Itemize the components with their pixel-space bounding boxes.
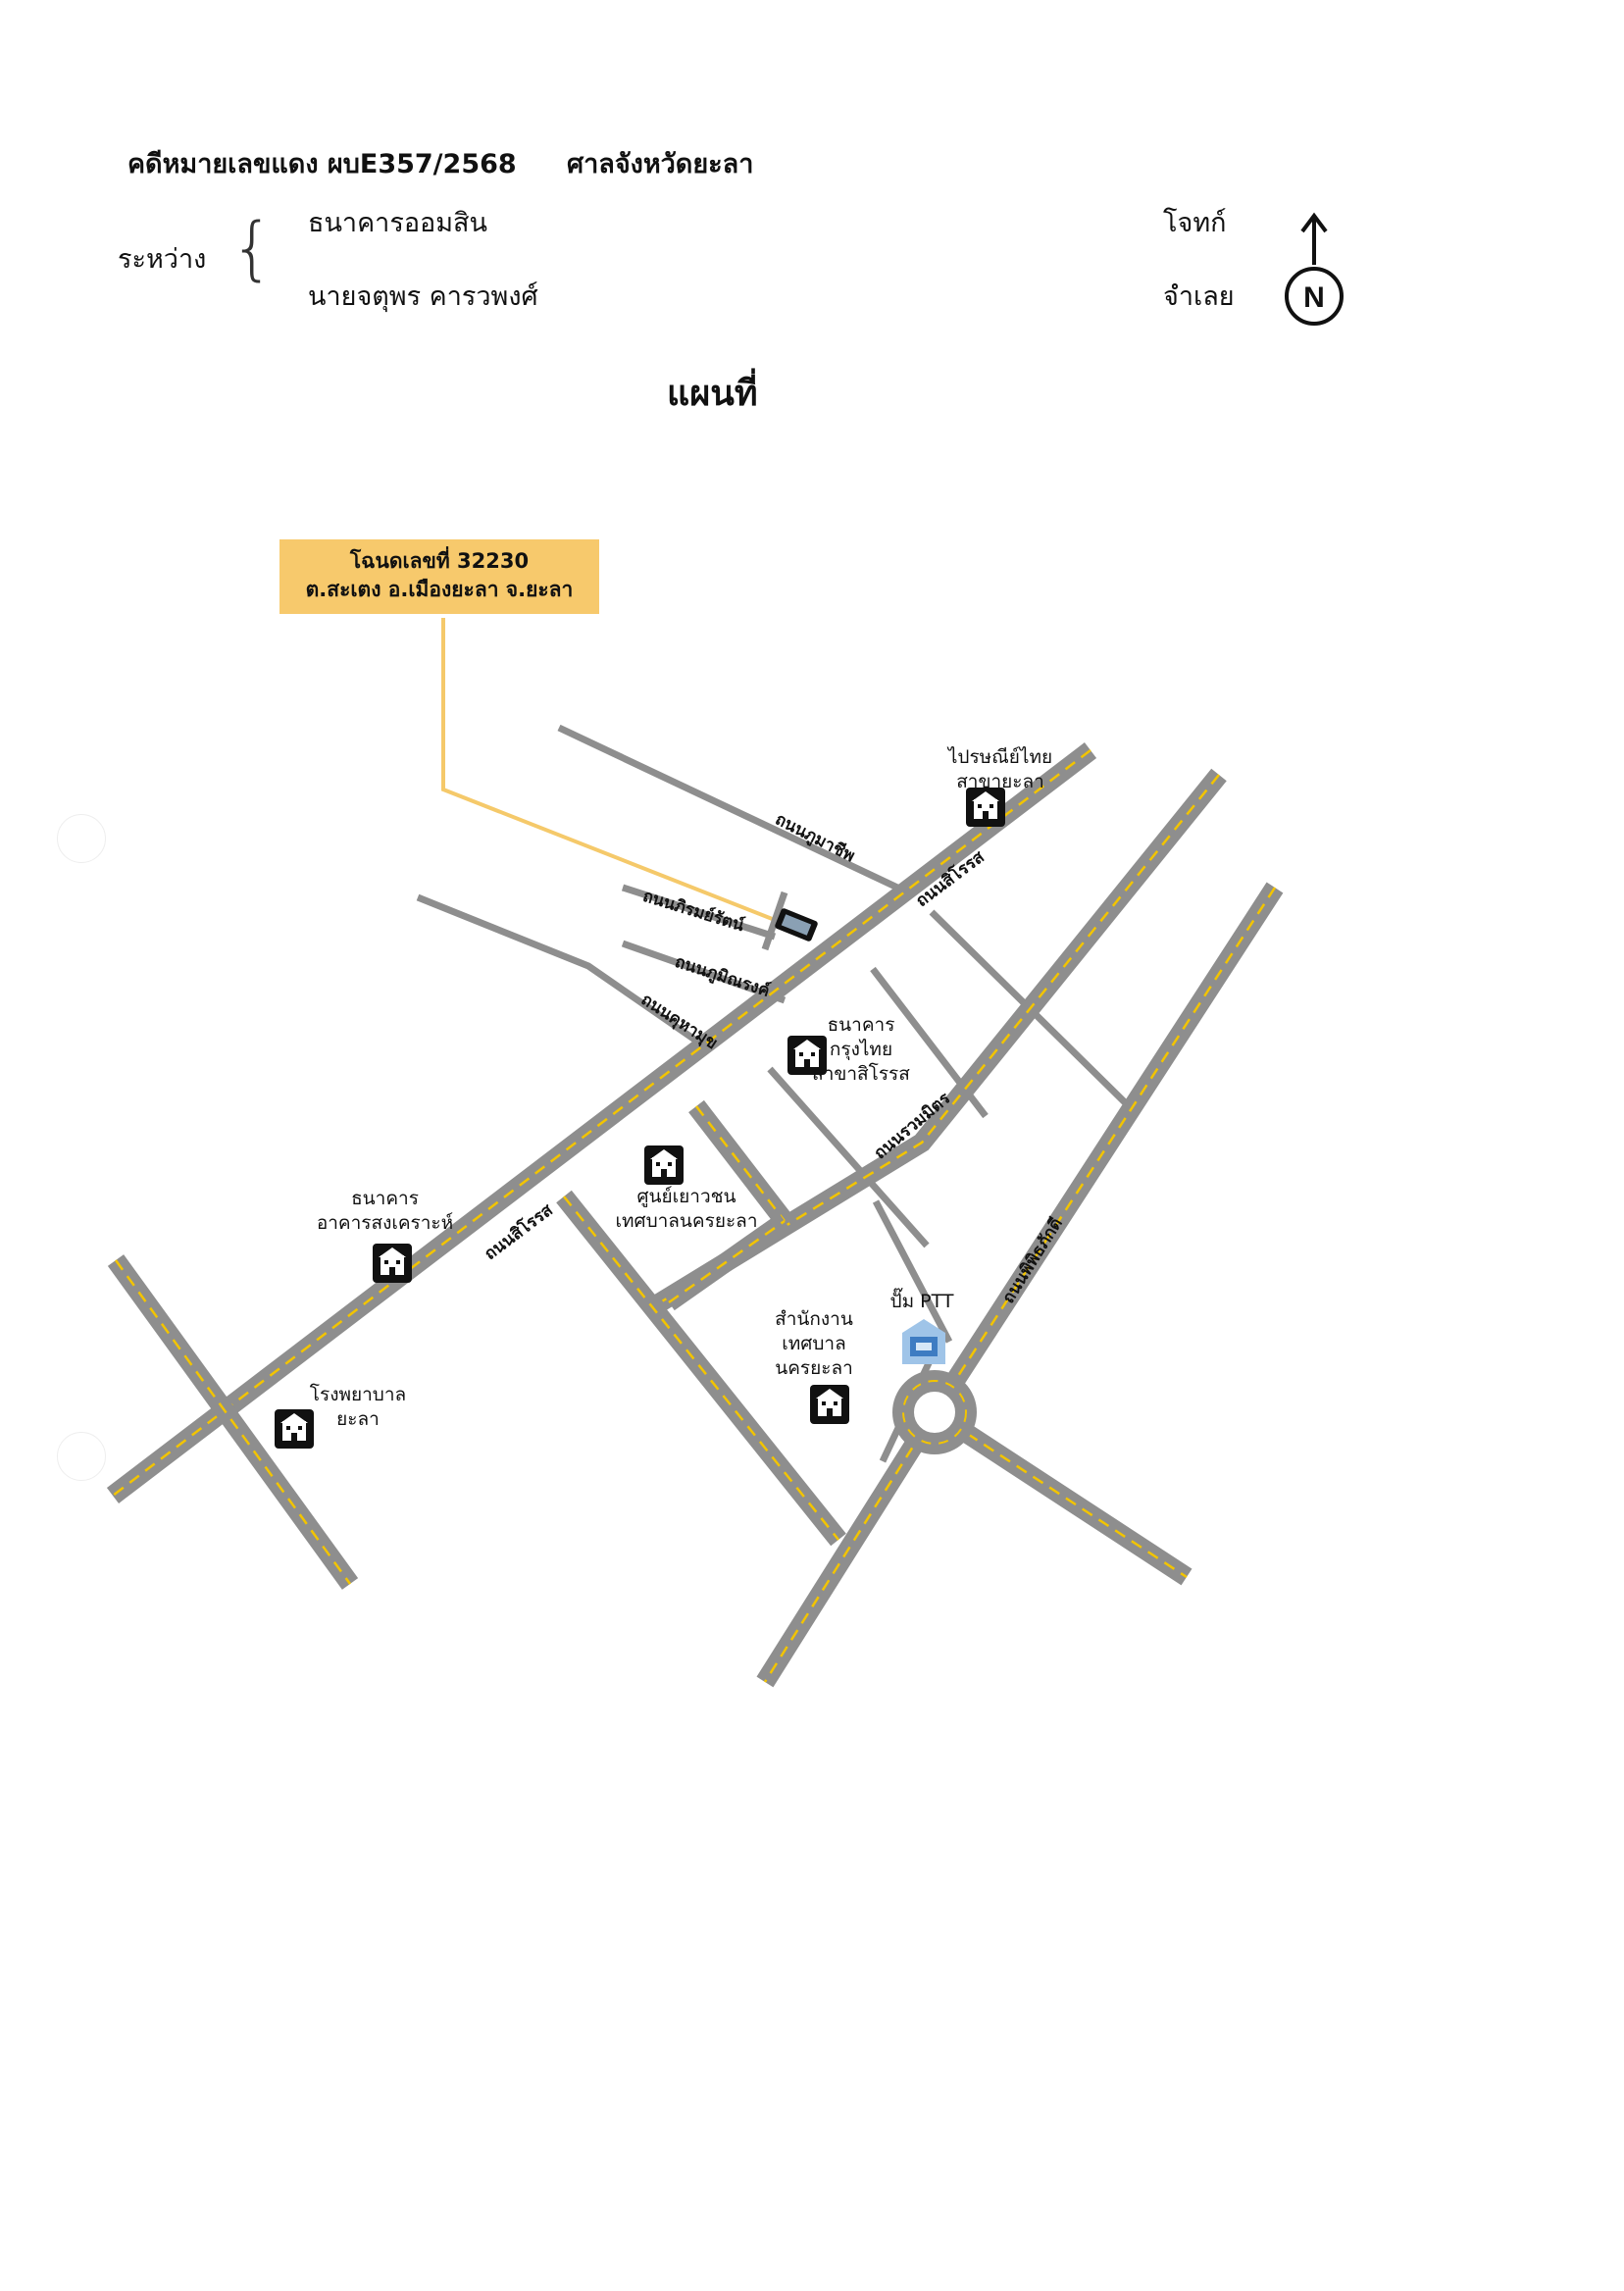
callout-leader-line: [441, 618, 776, 922]
road-khuha-phimuk: [416, 893, 708, 1050]
map-title: แผนที่: [667, 374, 758, 414]
callout-line-2: ต.สะเตง อ.เมืองยะลา จ.ยะลา: [305, 578, 574, 601]
punch-hole: [57, 814, 106, 863]
punch-hole: [57, 1432, 106, 1481]
land-parcel-marker: [775, 908, 818, 942]
gh-bank-icon: [373, 1244, 412, 1283]
defendant-name: นายจตุพร คารวพงศ์: [308, 281, 538, 312]
main-roads: [106, 742, 1284, 1688]
road-cross-link-centerline: [668, 1219, 786, 1304]
road-sirot-main-centerline: [112, 749, 1091, 1497]
north-arrow-icon: N: [1285, 212, 1344, 326]
road-ruam-mit-main-centerline: [656, 774, 1220, 1306]
plaintiff-name: ธนาคารออมสิน: [308, 208, 487, 238]
label-post-office: ไปรษณีย์ไทย สาขายะลา: [947, 746, 1053, 792]
road-west-diagonal-centerline: [114, 1259, 352, 1585]
label-municipal-office: สำนักงาน เทศบาล นครยะลา: [775, 1308, 853, 1379]
compass-letter: N: [1303, 281, 1325, 314]
municipal-office-icon: [810, 1385, 849, 1424]
ptt-station-icon: [902, 1319, 945, 1364]
callout-line-1: โฉนดเลขที่ 32230: [349, 549, 530, 573]
between-label: ระหว่าง: [118, 244, 207, 275]
road-lower-left-centerline: [563, 1196, 839, 1541]
court-name: ศาลจังหวัดยะลา: [567, 149, 754, 179]
road-upper-connector-centerline: [695, 1105, 786, 1222]
land-title-callout: โฉนดเลขที่ 32230 ต.สะเตง อ.เมืองยะลา จ.ย…: [279, 539, 599, 614]
road-branch-3: [767, 1066, 930, 1248]
brace-icon: {: [230, 208, 275, 288]
label-ptt-station: ปั๊ม PTT: [889, 1291, 954, 1312]
road-stub: [761, 891, 788, 951]
road-phumi-narong: [621, 940, 787, 1004]
road-roundabout-east-centerline: [934, 1410, 1188, 1579]
label-gh-bank: ธนาคาร อาคารสงเคราะห์: [316, 1188, 454, 1234]
youth-center-icon: [644, 1146, 684, 1185]
road-phumachip: [557, 724, 914, 898]
road-branch-4: [872, 1199, 953, 1344]
road-phirom-rat: [621, 884, 777, 941]
label-krungthai-bank: ธนาคาร กรุงไทย สาขาสิโรรส: [812, 1014, 910, 1085]
case-number: คดีหมายเลขแดง ผบE357/2568: [127, 149, 517, 179]
plaintiff-role: โจทก์: [1163, 208, 1227, 238]
label-youth-center: ศูนย์เยาวชน เทศบาลนครยะลา: [615, 1186, 758, 1232]
defendant-role: จำเลย: [1163, 281, 1235, 312]
label-hospital: โรงพยาบาล ยะลา: [309, 1384, 407, 1430]
